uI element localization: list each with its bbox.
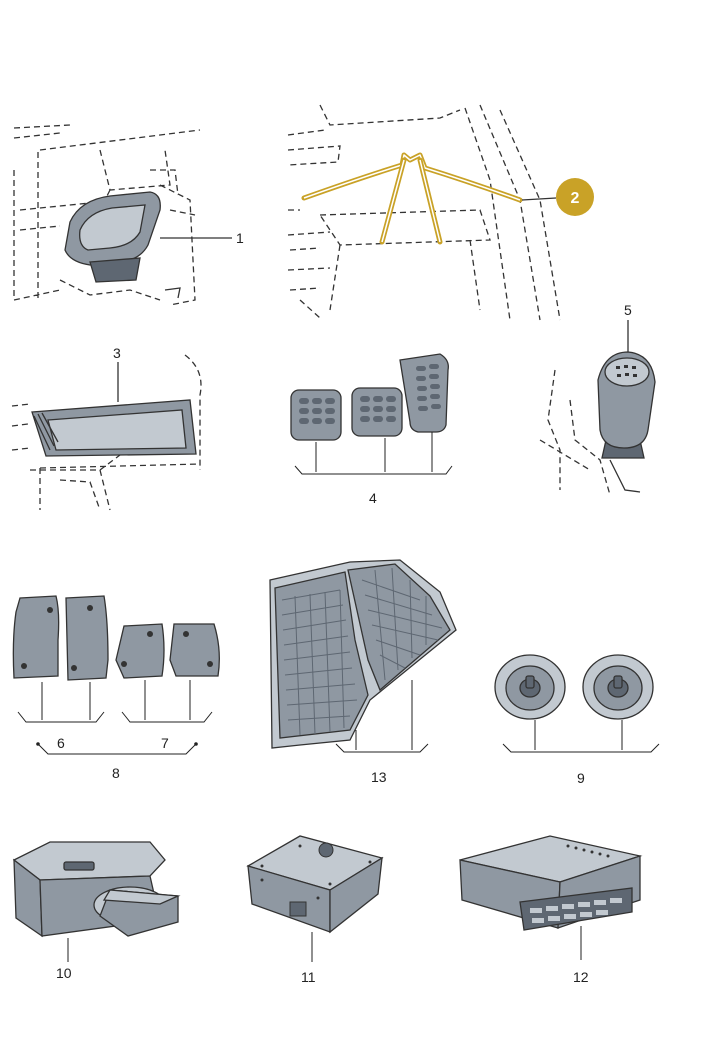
callout-3: 3 (113, 345, 121, 361)
speaker-icon[interactable] (494, 654, 660, 753)
sun-shade-icon[interactable] (11, 354, 202, 511)
pedal-caps-icon[interactable] (290, 353, 453, 475)
callout-2: 2 (571, 190, 580, 207)
callout-4: 4 (369, 490, 377, 506)
callout-6: 6 (57, 735, 65, 751)
callout-2-badge (556, 178, 594, 216)
coat-hanger-icon[interactable] (287, 104, 594, 321)
floor-mat-front-icon[interactable] (12, 595, 109, 723)
child-seat-icon[interactable] (13, 124, 232, 306)
callout-10: 10 (56, 965, 72, 981)
callout-7: 7 (161, 735, 169, 751)
cd-changer-icon[interactable] (12, 841, 181, 962)
gear-knob-icon[interactable] (539, 320, 656, 496)
control-unit-icon[interactable] (246, 835, 384, 962)
callout-11: 11 (301, 969, 316, 985)
callout-9: 9 (577, 770, 585, 786)
mat-set-bracket (36, 742, 198, 755)
callout-8: 8 (112, 765, 120, 781)
floor-mat-rear-icon[interactable] (115, 623, 220, 723)
radio-unit-icon[interactable] (459, 835, 643, 960)
callout-13: 13 (371, 769, 387, 785)
callout-1: 1 (236, 230, 244, 246)
callout-12: 12 (573, 969, 589, 985)
callout-5: 5 (624, 302, 632, 318)
rubber-mat-icon[interactable] (269, 559, 457, 753)
